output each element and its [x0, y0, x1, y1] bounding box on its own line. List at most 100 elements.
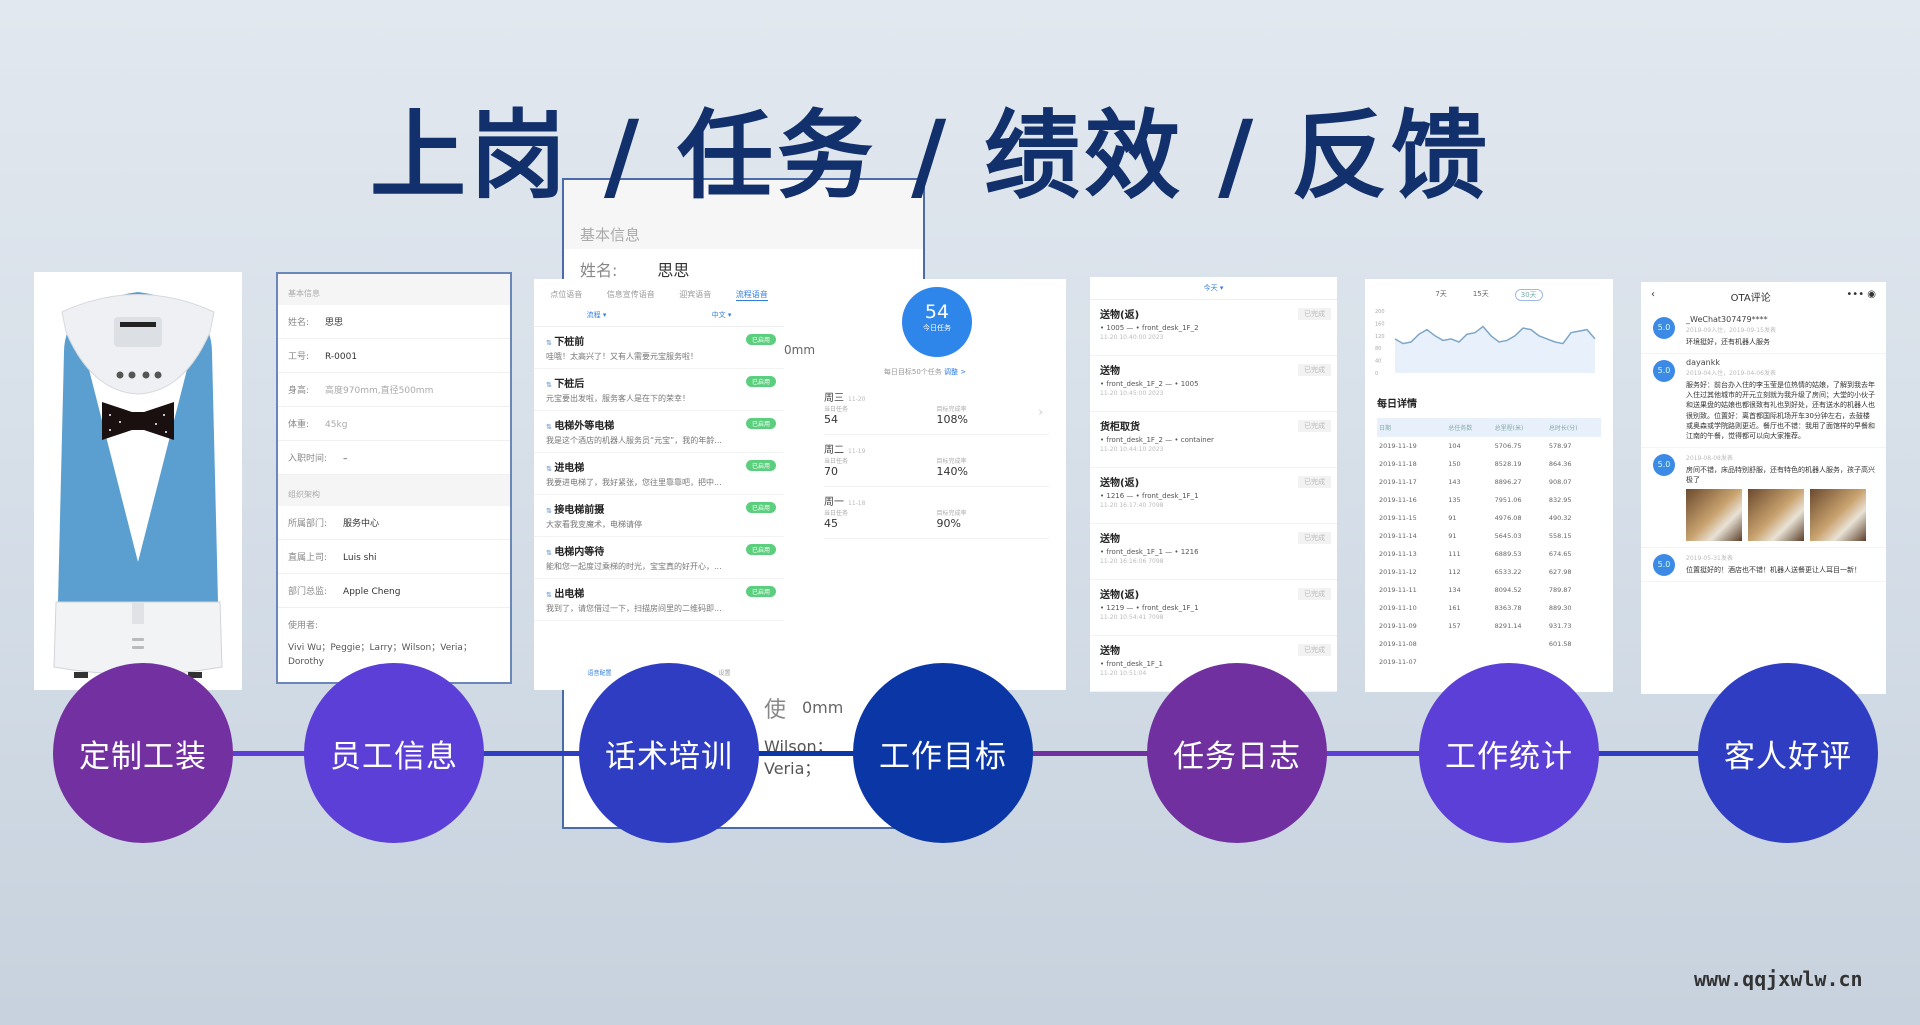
back-icon[interactable]: ‹ [1651, 289, 1655, 300]
task-time: 11-20 10:51:04 [1100, 670, 1147, 677]
status-badge: 已完成 [1298, 588, 1331, 600]
rate-label: 目标完成率 [936, 458, 967, 465]
table-cell: 157 [1448, 622, 1461, 630]
tab-speech-config[interactable]: 语音配置 [587, 670, 612, 677]
photo-thumbnail[interactable] [1810, 489, 1866, 542]
step-7[interactable]: 客人好评 [1698, 663, 1878, 843]
info-row: 姓名: 思思 [278, 305, 510, 339]
enabled-badge[interactable]: 已启用 [745, 376, 776, 387]
tab-3[interactable]: 流程语音 [735, 290, 768, 301]
item-title: 进电梯 [546, 459, 774, 474]
table-cell: 931.73 [1548, 622, 1572, 630]
table-cell [1446, 635, 1492, 653]
enabled-badge[interactable]: 已启用 [745, 334, 776, 345]
enabled-badge[interactable]: 已启用 [745, 586, 776, 597]
category-filter[interactable]: 流程 ▾ [586, 311, 607, 319]
date-filter[interactable]: 今天 ▾ [1090, 277, 1337, 300]
users-label: 使用者: [288, 621, 319, 631]
robot-icon [53, 292, 223, 678]
status-badge: 已完成 [1298, 644, 1331, 656]
task-time: 11-20 10:45:00 [1100, 390, 1147, 397]
table-cell: 578.97 [1548, 442, 1572, 450]
adjust-link[interactable]: 调整 > [944, 368, 967, 376]
table-cell: 2019-11-18 [1379, 460, 1417, 468]
step-1[interactable]: 定制工装 [53, 663, 233, 843]
table-cell: 150 [1448, 460, 1461, 468]
enabled-badge[interactable]: 已启用 [745, 544, 776, 555]
title-separator: / [1218, 100, 1258, 212]
task-meta: 11-20 10:45:00 2023 [1100, 390, 1327, 397]
field-value: 45kg [325, 420, 348, 430]
review-text: 服务好：前台办入住的李玉莹是位热情的姑娘，了解到我去年入住过其他城市的开元立刻就… [1686, 381, 1875, 440]
range-tab-2[interactable]: 30天 [1514, 289, 1543, 301]
step-5[interactable]: 任务日志 [1147, 663, 1327, 843]
tab-0[interactable]: 点位语音 [550, 290, 583, 299]
fragment-text: 使 [764, 698, 787, 723]
y-tick-label: 80 [1375, 346, 1381, 352]
item-title: 电梯外等电梯 [546, 417, 774, 432]
section-org: 组织架构 [278, 475, 510, 506]
tab-settings[interactable]: 设置 [718, 670, 731, 677]
step-6[interactable]: 工作统计 [1419, 663, 1599, 843]
reviewer-name: dayankk [1686, 358, 1720, 368]
task-id: 2023 [1148, 446, 1164, 453]
field-value: 思思 [325, 318, 344, 328]
tab-1[interactable]: 信息宣传语音 [606, 290, 655, 299]
field-label: 直属上司: [288, 553, 328, 563]
range-tab-1[interactable]: 15天 [1472, 290, 1489, 298]
range-tab-0[interactable]: 7天 [1435, 290, 1447, 298]
table-cell: 2019-11-07 [1379, 658, 1417, 666]
photo-thumbnail[interactable] [1686, 489, 1742, 542]
step-2[interactable]: 员工信息 [304, 663, 484, 843]
title-word: 反馈 [1291, 100, 1492, 212]
enabled-badge[interactable]: 已启用 [745, 460, 776, 471]
enabled-badge[interactable]: 已启用 [745, 418, 776, 429]
task-route: • front_desk_1F_2 — • container [1100, 436, 1214, 444]
chevron-right-icon[interactable]: › [1038, 405, 1043, 419]
y-tick-label: 200 [1375, 309, 1385, 315]
review-date: 2019-05-31发表 [1686, 555, 1733, 563]
step-4[interactable]: 工作目标 [853, 663, 1033, 843]
watermark: www.qqjxwlw.cn [1694, 967, 1863, 991]
table-cell: 2019-11-11 [1379, 586, 1417, 594]
table-cell: 4976.08 [1494, 514, 1522, 522]
table-cell: 490.32 [1548, 514, 1572, 522]
tab-2[interactable]: 迎宾语音 [679, 290, 712, 299]
more-icon[interactable]: ••• ◉ [1846, 289, 1876, 300]
language-filter[interactable]: 中文 ▾ [711, 311, 732, 319]
rate-value: 90% [936, 517, 961, 530]
route-from: front_desk_1F_1 [1106, 660, 1163, 668]
table-cell: 8291.14 [1494, 622, 1522, 630]
table-cell: 908.07 [1548, 478, 1572, 486]
table-cell: 143 [1448, 478, 1461, 486]
item-title: 出电梯 [546, 585, 774, 600]
field-label: 姓名: [288, 318, 310, 328]
step-3[interactable]: 话术培训 [579, 663, 759, 843]
table-cell: 135 [1448, 496, 1461, 504]
enabled-badge[interactable]: 已启用 [745, 502, 776, 513]
photo-thumbnail[interactable] [1748, 489, 1804, 542]
fragment-text: 0mm [784, 343, 816, 357]
